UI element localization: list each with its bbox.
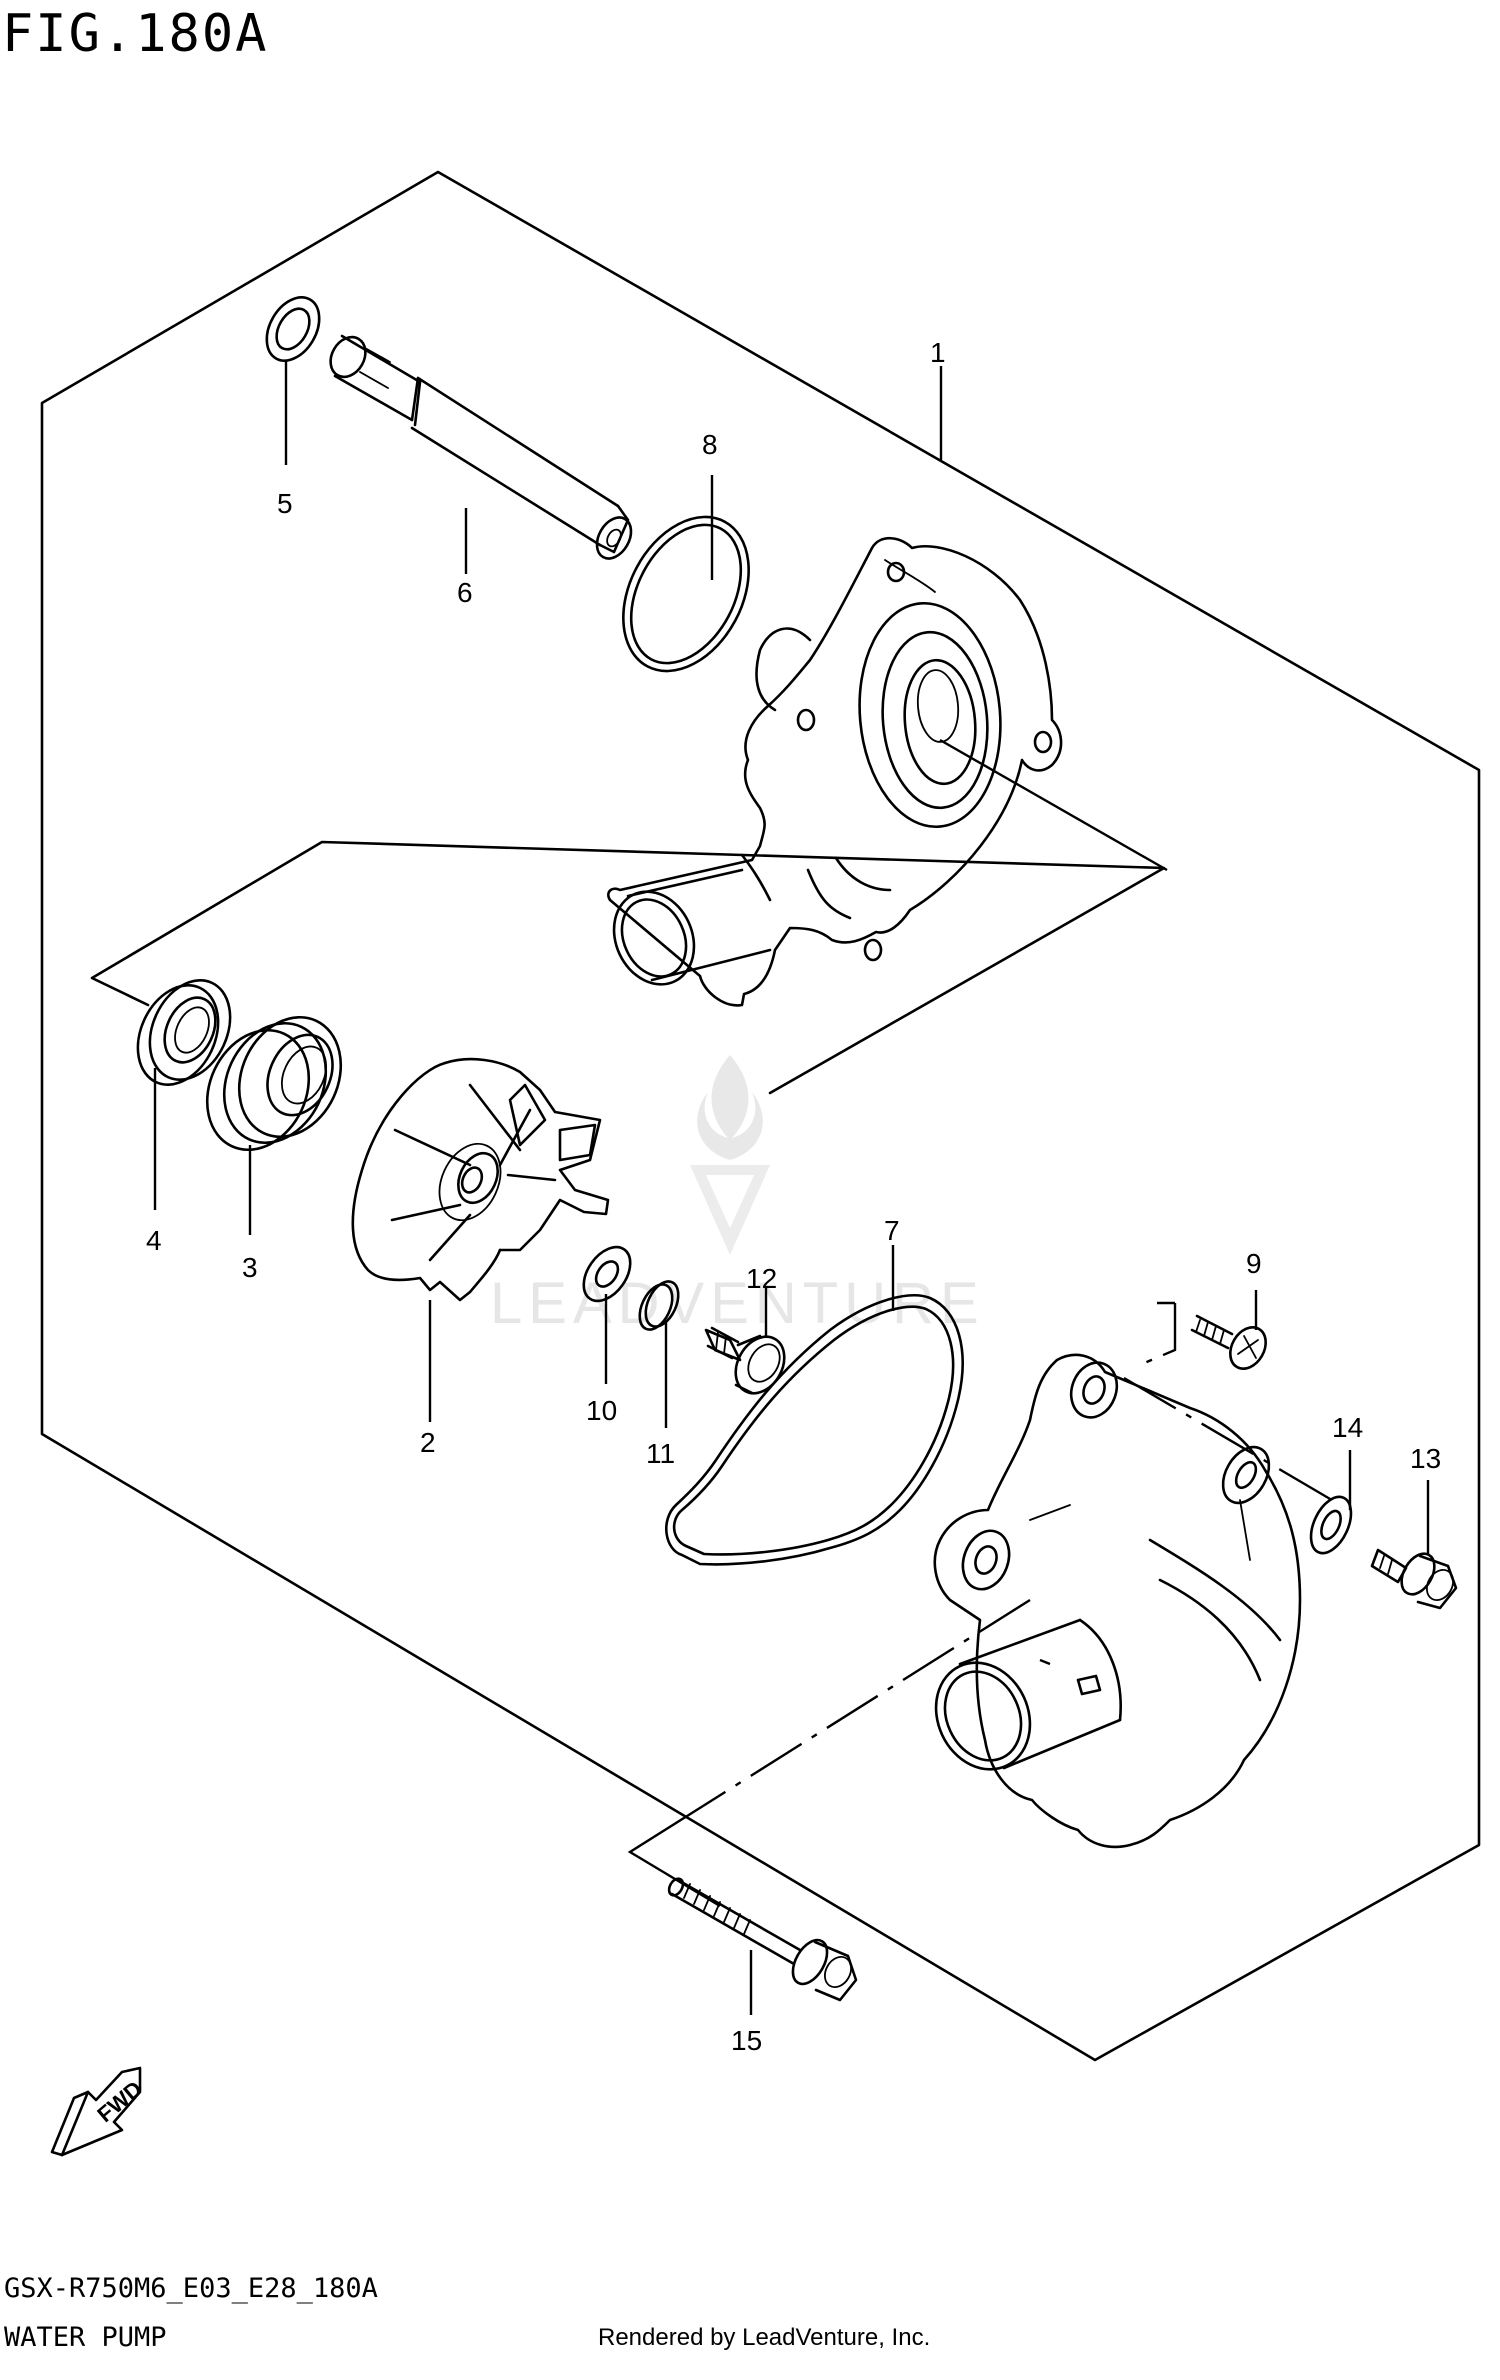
callout-7: 7 <box>884 1215 900 1246</box>
assembly-boundary <box>40 170 1481 2062</box>
alignment-line-dashed-4 <box>627 1804 721 1908</box>
callout-2: 2 <box>420 1427 436 1458</box>
leader-lines <box>153 360 1430 2015</box>
part-9-screw[interactable] <box>1190 1314 1273 1375</box>
callout-5: 5 <box>277 488 293 519</box>
part-14-washer[interactable] <box>1303 1491 1359 1560</box>
part-6-shaft[interactable] <box>324 331 638 565</box>
callout-6: 6 <box>457 577 473 608</box>
part-13-flange-bolt[interactable] <box>1370 1548 1458 1610</box>
part-2-impeller[interactable] <box>351 1057 610 1302</box>
alignment-line-dashed-3 <box>702 1598 1031 1808</box>
fwd-arrow-label: FWD <box>92 2076 146 2127</box>
callout-4: 4 <box>146 1225 162 1256</box>
alignment-line-dashed-5 <box>1039 1658 1051 1666</box>
part-10-washer[interactable] <box>574 1239 640 1310</box>
fwd-arrow: FWD <box>50 2066 147 2157</box>
footer-assembly-name: WATER PUMP <box>4 2322 167 2353</box>
callout-1: 1 <box>930 337 946 368</box>
part-8-o-ring[interactable] <box>598 495 774 692</box>
water-pump-cover[interactable] <box>919 1353 1302 1849</box>
callout-14: 14 <box>1332 1412 1363 1443</box>
leadventure-watermark: LEADVENTURE <box>490 1055 985 1336</box>
watermark-text: LEADVENTURE <box>490 1271 985 1336</box>
callout-11: 11 <box>646 1438 675 1469</box>
part-11-washer[interactable] <box>633 1276 685 1334</box>
watermark-v-icon <box>690 1165 770 1255</box>
figure-title: FIG.180A <box>2 4 269 64</box>
part-1-pump-case[interactable] <box>599 536 1063 1007</box>
alignment-line-dashed <box>1123 1303 1338 1505</box>
callout-3: 3 <box>242 1252 258 1283</box>
callout-12: 12 <box>746 1263 777 1294</box>
part-15-long-bolt[interactable] <box>666 1876 858 2002</box>
callout-15: 15 <box>731 2025 762 2056</box>
watermark-flame-icon <box>697 1055 763 1160</box>
callout-9: 9 <box>1246 1248 1262 1279</box>
callout-13: 13 <box>1410 1443 1441 1474</box>
callout-8: 8 <box>702 429 718 460</box>
footer-model-code: GSX-R750M6_E03_E28_180A <box>4 2273 378 2304</box>
callout-10: 10 <box>586 1395 617 1426</box>
footer-rendered-by: Rendered by LeadVenture, Inc. <box>598 2324 931 2351</box>
part-5-washer[interactable] <box>256 288 330 370</box>
part-7-o-ring[interactable] <box>665 1294 964 1566</box>
part-3-mechanical-seal[interactable] <box>188 1001 359 1167</box>
